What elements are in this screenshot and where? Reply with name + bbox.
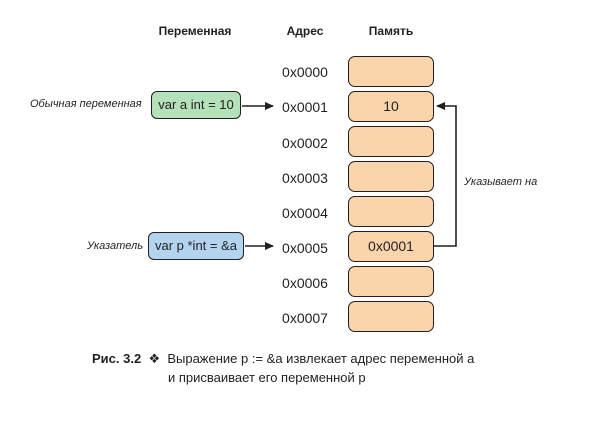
address-label: 0x0000 <box>282 64 328 80</box>
memory-cell <box>348 301 434 332</box>
address-label: 0x0006 <box>282 275 328 291</box>
memory-cell <box>348 196 434 227</box>
header-variable: Переменная <box>158 24 232 38</box>
memory-cell <box>348 126 434 157</box>
header-address: Адрес <box>286 24 324 38</box>
memory-cell <box>348 266 434 297</box>
header-memory: Память <box>368 24 414 38</box>
caption-text-1: Выражение p := &a извлекает адрес переме… <box>167 351 475 366</box>
address-label: 0x0005 <box>282 240 328 256</box>
memory-cell: 0x0001 <box>348 231 434 262</box>
points-to-arrow <box>434 102 457 247</box>
figure-caption: Рис. 3.2 ❖ Выражение p := &a извлекает а… <box>92 349 474 387</box>
memory-cell <box>348 161 434 192</box>
memory-cell <box>348 56 434 87</box>
pointer-variable-box: var p *int = &a <box>148 232 244 260</box>
address-label: 0x0001 <box>282 99 328 115</box>
caption-line-2: и присваивает его переменной p <box>168 370 366 385</box>
address-label: 0x0003 <box>282 170 328 186</box>
caption-label: Рис. 3.2 <box>92 351 142 366</box>
regular-variable-box: var a int = 10 <box>151 91 241 119</box>
regular-variable-label: Обычная переменная <box>30 98 142 110</box>
address-label: 0x0004 <box>282 205 328 221</box>
address-label: 0x0002 <box>282 135 328 151</box>
address-label: 0x0007 <box>282 310 328 326</box>
caption-bullet: ❖ <box>148 351 161 366</box>
caption-line-1: Рис. 3.2 ❖ Выражение p := &a извлекает а… <box>92 349 474 368</box>
points-to-label: Указывает на <box>464 176 538 188</box>
memory-cell: 10 <box>348 91 434 122</box>
pointer-variable-label: Указатель <box>87 240 143 252</box>
